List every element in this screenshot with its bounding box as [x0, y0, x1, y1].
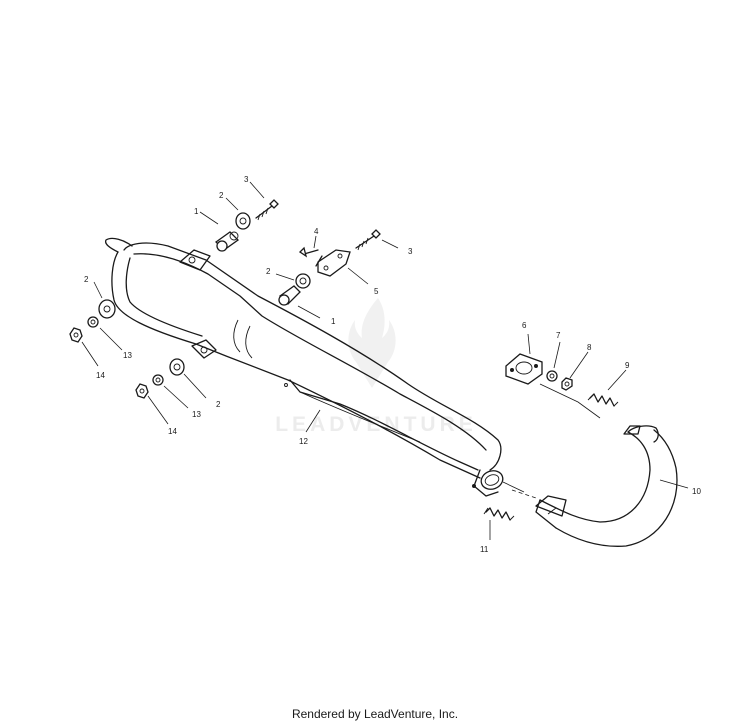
- leader-lines: [81, 181, 689, 540]
- nut-part-14-lower: [135, 383, 149, 399]
- nut-part-8: [561, 377, 573, 391]
- callout-14-lower: 14: [168, 427, 177, 436]
- callout-5: 5: [374, 287, 379, 296]
- callout-3-right: 3: [408, 247, 413, 256]
- spring-part-9: [587, 393, 619, 407]
- callout-10: 10: [692, 487, 701, 496]
- connector-dash: [511, 489, 537, 499]
- callout-13-lower: 13: [192, 410, 201, 419]
- callout-4: 4: [314, 227, 319, 236]
- callout-8: 8: [587, 343, 592, 352]
- screw-part-4: [298, 246, 319, 258]
- bracket-part-5: [315, 249, 351, 277]
- callout-3-upper: 3: [244, 175, 249, 184]
- muffler-outlet: [472, 469, 525, 497]
- callout-2-left: 2: [84, 275, 89, 284]
- flame-logo-icon: [348, 298, 396, 388]
- washer-part-13-left: [87, 316, 99, 328]
- callout-12: 12: [299, 437, 308, 446]
- washer-part-2-left: [98, 299, 116, 319]
- washer-part-7: [546, 370, 558, 382]
- callout-2-middle: 2: [266, 267, 271, 276]
- callout-7: 7: [556, 331, 561, 340]
- washer-part-2-upper: [235, 212, 251, 230]
- callout-2-upper: 2: [219, 191, 224, 200]
- callout-6: 6: [522, 321, 527, 330]
- leadventure-watermark: LEADVENTURE: [275, 298, 477, 436]
- flange-part-6: [505, 353, 543, 385]
- callout-11: 11: [480, 545, 489, 554]
- callout-9: 9: [625, 361, 630, 370]
- exhaust-pipe-part-10: [535, 425, 678, 547]
- callout-2-lower: 2: [216, 400, 221, 409]
- grommet-part-1-middle: [278, 285, 301, 306]
- bolt-part-3-upper: [255, 199, 279, 221]
- callouts: 1 2 3 4 2 1 3 5 2 13 14 2 13 14 12 6 7 8…: [84, 175, 701, 554]
- footer-credit: Rendered by LeadVenture, Inc.: [291, 707, 459, 721]
- nut-part-14-left: [69, 327, 83, 343]
- spring-part-11: [483, 507, 515, 521]
- bolt-part-3-right: [355, 229, 381, 251]
- washer-part-13-lower: [152, 374, 164, 386]
- washer-part-2-middle: [295, 273, 311, 289]
- callout-1-middle: 1: [331, 317, 336, 326]
- flange-leader: [539, 383, 601, 419]
- grommet-part-1-upper: [214, 231, 240, 252]
- muffler-part-12: [104, 237, 502, 479]
- callout-1-upper: 1: [194, 207, 199, 216]
- washer-part-2-lower: [169, 358, 185, 376]
- watermark-text: LEADVENTURE: [275, 413, 477, 436]
- callout-14-left: 14: [96, 371, 105, 380]
- callout-13-left: 13: [123, 351, 132, 360]
